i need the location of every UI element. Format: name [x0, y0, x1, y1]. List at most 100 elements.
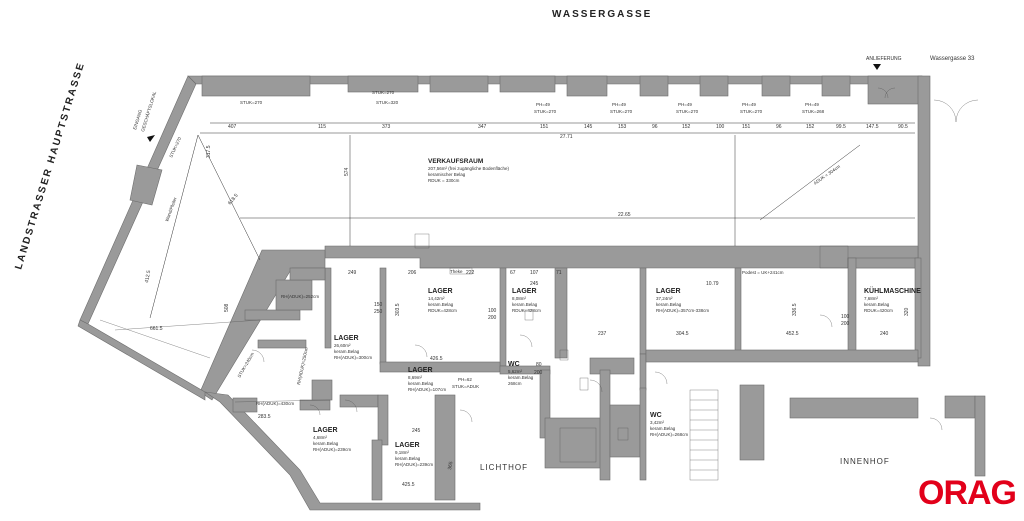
- dimension: 100: [841, 314, 850, 320]
- dimension: 100: [488, 308, 497, 314]
- entrance-arrow-icon: [147, 135, 155, 142]
- dimension: 115: [318, 124, 326, 130]
- room-verkaufsraum: VERKAUFSRAUM 207,56m² (frei zugängliche …: [428, 158, 510, 183]
- dimension: 373: [382, 124, 391, 130]
- dimension: 107: [530, 270, 539, 276]
- room-name: LAGER: [428, 288, 453, 295]
- annotation: Theke: [450, 269, 463, 274]
- dimension: 304.5: [676, 331, 689, 337]
- room-floor: keram.Belag: [313, 441, 339, 446]
- dimension: 151: [742, 124, 751, 130]
- annotation: RH(ADUK)=430cm: [256, 401, 294, 406]
- annotation: STUK=ADUK: [452, 384, 479, 389]
- room-area: 14,42m²: [428, 296, 445, 301]
- annotation: PH=62: [458, 377, 472, 382]
- dimension: 22.65: [618, 212, 631, 218]
- room-name: VERKAUFSRAUM: [428, 158, 483, 165]
- room-floor: keram.Belag: [428, 302, 454, 307]
- dimension: 452.5: [786, 331, 799, 337]
- room-area: 8,08m²: [512, 296, 527, 301]
- annotation: STUK=270: [676, 109, 699, 114]
- room-area: 4,68m²: [313, 435, 328, 440]
- dimension: 200: [488, 315, 497, 321]
- dimension: 237: [598, 331, 607, 337]
- room-lager-1: LAGER 14,42m² keram.Belag RDUK=428cm: [428, 288, 457, 313]
- annotation: PH=49: [612, 102, 626, 107]
- room-floor: keram.Belag: [508, 375, 534, 380]
- annotation: STUK=270: [240, 100, 263, 105]
- dimension: 303.5: [395, 303, 401, 316]
- annotation: RH(ADUK)=250cm: [296, 347, 309, 386]
- dimension: 245: [412, 428, 421, 434]
- dimension: 365: [447, 461, 454, 470]
- room-area: 8,69m²: [408, 375, 423, 380]
- dimension: 574: [344, 167, 350, 176]
- room-floor: keram.Belag: [408, 381, 434, 386]
- room-area: 37,24m²: [656, 296, 673, 301]
- annotation: STUK=270: [740, 109, 763, 114]
- dimension: 96: [652, 124, 658, 130]
- room-lager-3: LAGER 37,24m² keram.Belag RH(ADUK)=357cm…: [656, 288, 709, 313]
- dimension: 96: [776, 124, 782, 130]
- dimension: 336.5: [792, 303, 798, 316]
- annotation: STUK=270: [534, 109, 557, 114]
- delivery-arrow-icon: [873, 64, 881, 70]
- room-height: RDUK=428cm: [512, 308, 541, 313]
- room-lager-2: LAGER 8,08m² keram.Belag RDUK=428cm: [512, 288, 541, 313]
- room-lager-6: LAGER 4,68m² keram.Belag RH(ADUK)=239cm: [313, 427, 351, 452]
- room-height: RH(ADUK)=239cm: [313, 447, 351, 452]
- room-height: RH(ADUK)=300cm: [334, 355, 372, 360]
- room-name: LAGER: [656, 288, 681, 295]
- dimension: 250: [374, 309, 383, 315]
- dimension: 100: [716, 124, 725, 130]
- room-name: WC: [650, 412, 662, 419]
- dimension: 200: [841, 321, 850, 327]
- room-lager-4: LAGER 26,60m² keram.Belag RH(ADUK)=300cm: [334, 335, 372, 360]
- address-label: Wassergasse 33: [930, 56, 975, 62]
- courtyard-innenhof: INNENHOF: [840, 457, 890, 466]
- dimension: 222: [466, 270, 475, 276]
- dimension: 283.5: [258, 414, 271, 420]
- dimension: 240: [880, 331, 889, 337]
- walls: [77, 75, 986, 511]
- dimension: 618.5: [227, 193, 240, 207]
- room-floor: keram.Belag: [334, 349, 360, 354]
- room-name: LAGER: [512, 288, 537, 295]
- room-height: RH(ADUK)=239cm: [395, 462, 433, 467]
- room-floor: keram.Belag: [656, 302, 682, 307]
- dimension: 317.5: [206, 145, 212, 158]
- annotation: STUK=270: [610, 109, 633, 114]
- room-lager-7: LAGER 9,18m² keram.Belag RH(ADUK)=239cm: [395, 442, 433, 467]
- room-kuehlmaschine: KÜHLMASCHINE 7,68m² keram.Belag RDUK=420…: [864, 286, 921, 313]
- room-area: 5,62m²: [508, 369, 523, 374]
- dimension: 412.5: [144, 270, 152, 284]
- room-height: RDUK = 330cm: [428, 178, 460, 183]
- annotation: PH=49: [678, 102, 692, 107]
- room-height: 268cm: [508, 381, 522, 386]
- room-lager-5: LAGER 8,69m² keram.Belag RH(ADUK)=107cm: [408, 367, 446, 392]
- dimension: 150: [374, 302, 383, 308]
- dimension: 320: [904, 307, 910, 316]
- dimension: 152: [682, 124, 691, 130]
- dimension: 425.5: [402, 482, 415, 488]
- annotation: PH=49: [742, 102, 756, 107]
- room-floor: keramischer Belag: [428, 172, 466, 177]
- dimension: 245: [530, 281, 539, 287]
- annotation: STUK=270: [372, 90, 395, 95]
- dimension: 206: [408, 270, 417, 276]
- room-name: LAGER: [334, 335, 359, 342]
- room-name: WC: [508, 361, 520, 368]
- dimension: 80: [536, 362, 542, 368]
- dimension: 145: [584, 124, 593, 130]
- annotation: STUK=320: [376, 100, 399, 105]
- room-area: 26,60m²: [334, 343, 351, 348]
- room-floor: keram.Belag: [512, 302, 538, 307]
- room-height: RH(ADUK)=268cm: [650, 432, 688, 437]
- dimension: 508: [224, 303, 230, 312]
- room-area: 207,56m² (frei zugängliche Bodenfläche): [428, 166, 510, 171]
- room-wc-2: WC 3,42m² keram.Belag RH(ADUK)=268cm: [650, 412, 688, 437]
- room-area: 3,42m²: [650, 420, 665, 425]
- room-height: RDUK=428cm: [428, 308, 457, 313]
- entrance-label: EINGANG: [132, 109, 143, 131]
